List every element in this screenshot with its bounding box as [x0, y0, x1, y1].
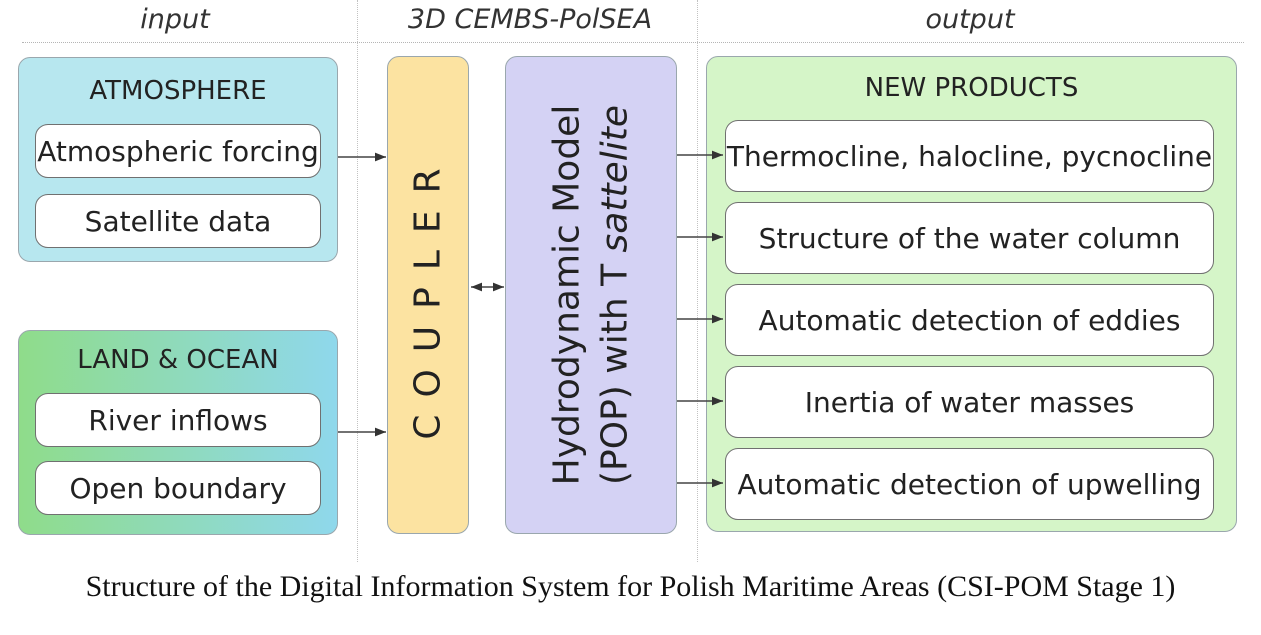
column-header-model: 3D CEMBS-PolSEA — [407, 4, 653, 35]
land-ocean-panel: LAND & OCEAN River inflows Open boundary — [18, 330, 338, 535]
product-box-4: Inertia of water masses — [725, 366, 1214, 438]
satellite-data-box: Satellite data — [35, 194, 321, 248]
land-ocean-title: LAND & OCEAN — [77, 345, 279, 375]
atmosphere-panel: ATMOSPHERE Atmospheric forcing Satellite… — [18, 57, 338, 262]
product-box-3: Automatic detection of eddies — [725, 284, 1214, 356]
column-header-input: input — [140, 4, 210, 35]
figure-caption: Structure of the Digital Information Sys… — [85, 570, 1176, 603]
atmospheric-forcing-box: Atmospheric forcing — [35, 124, 321, 178]
new-products-title: NEW PRODUCTS — [864, 73, 1079, 103]
product-box-5: Automatic detection of upwelling — [725, 448, 1214, 520]
new-products-panel: NEW PRODUCTS Thermocline, halocline, pyc… — [706, 56, 1237, 532]
open-boundary-box: Open boundary — [35, 461, 321, 515]
column-header-output: output — [925, 4, 1015, 35]
coupler-box: COUPLER — [387, 56, 469, 534]
column-divider-left — [357, 0, 358, 562]
column-divider-right — [697, 0, 698, 562]
atmosphere-title: ATMOSPHERE — [89, 76, 267, 106]
hydrodynamic-model-box: Hydrodynamic Model (POP) with T sattelit… — [505, 56, 677, 534]
header-divider — [22, 42, 1244, 43]
product-box-2: Structure of the water column — [725, 202, 1214, 274]
product-box-1: Thermocline, halocline, pycnocline — [725, 120, 1214, 192]
river-inflows-box: River inflows — [35, 393, 321, 447]
